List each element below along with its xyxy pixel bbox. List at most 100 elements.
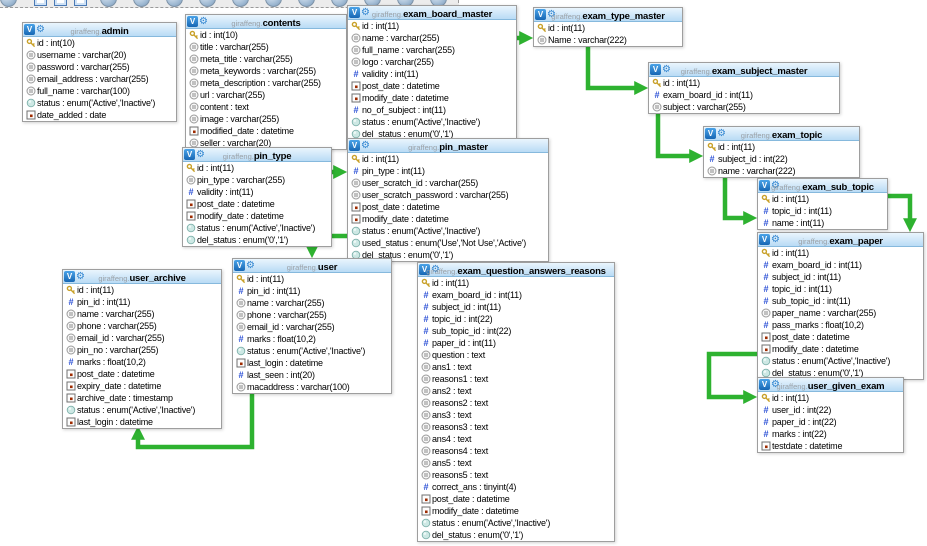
field-row[interactable]: modified_date : datetime bbox=[186, 125, 346, 137]
field-row[interactable]: id : int(10) bbox=[23, 37, 176, 49]
field-row[interactable]: full_name : varchar(100) bbox=[23, 85, 176, 97]
gear-icon[interactable]: ⚙ bbox=[431, 264, 440, 275]
toolbar-button-3[interactable] bbox=[54, 0, 67, 6]
gear-icon[interactable]: ⚙ bbox=[771, 234, 780, 245]
field-row[interactable]: #topic_id : int(11) bbox=[758, 205, 887, 217]
collapse-icon[interactable]: V bbox=[759, 234, 770, 245]
field-row[interactable]: #validity : int(11) bbox=[183, 186, 331, 198]
field-row[interactable]: password : varchar(255) bbox=[23, 61, 176, 73]
collapse-icon[interactable]: V bbox=[650, 64, 661, 75]
field-row[interactable]: name : varchar(255) bbox=[233, 297, 391, 309]
field-row[interactable]: #subject_id : int(11) bbox=[418, 301, 614, 313]
table-header[interactable]: V⚙giraffeng.exam_paper bbox=[758, 233, 923, 247]
collapse-icon[interactable]: V bbox=[187, 16, 198, 27]
field-row[interactable]: user_scratch_id : varchar(255) bbox=[348, 177, 548, 189]
field-row[interactable]: image : varchar(255) bbox=[186, 113, 346, 125]
field-row[interactable]: status : enum('Active','Inactive') bbox=[348, 116, 516, 128]
field-row[interactable]: subject : varchar(255) bbox=[649, 101, 839, 113]
field-row[interactable]: meta_description : varchar(255) bbox=[186, 77, 346, 89]
table-header[interactable]: V⚙giraffeng.user_archive bbox=[63, 270, 221, 284]
table-header[interactable]: V⚙giraffeng.exam_subject_master bbox=[649, 63, 839, 77]
collapse-icon[interactable]: V bbox=[349, 140, 360, 151]
field-row[interactable]: meta_keywords : varchar(255) bbox=[186, 65, 346, 77]
field-row[interactable]: #sub_topic_id : int(11) bbox=[758, 295, 923, 307]
field-row[interactable]: status : enum('Active','Inactive') bbox=[183, 222, 331, 234]
field-row[interactable]: del_status : enum('0','1') bbox=[183, 234, 331, 246]
collapse-icon[interactable]: V bbox=[64, 271, 75, 282]
field-row[interactable]: name : varchar(255) bbox=[348, 32, 516, 44]
field-row[interactable]: phone : varchar(255) bbox=[63, 320, 221, 332]
field-row[interactable]: #pin_id : int(11) bbox=[233, 285, 391, 297]
field-row[interactable]: ans1 : text bbox=[418, 361, 614, 373]
field-row[interactable]: id : int(11) bbox=[758, 392, 903, 404]
field-row[interactable]: pin_type : varchar(255) bbox=[183, 174, 331, 186]
gear-icon[interactable]: ⚙ bbox=[196, 149, 205, 160]
field-row[interactable]: #validity : int(11) bbox=[348, 68, 516, 80]
field-row[interactable]: seller : varchar(20) bbox=[186, 137, 346, 149]
field-row[interactable]: reasons2 : text bbox=[418, 397, 614, 409]
field-row[interactable]: used_status : enum('Use','Not Use','Acti… bbox=[348, 237, 548, 249]
field-row[interactable]: #paper_id : int(22) bbox=[758, 416, 903, 428]
table-header[interactable]: V⚙giraffeng.exam_sub_topic bbox=[758, 179, 887, 193]
field-row[interactable]: ans2 : text bbox=[418, 385, 614, 397]
gear-icon[interactable]: ⚙ bbox=[76, 271, 85, 282]
gear-icon[interactable]: ⚙ bbox=[771, 379, 780, 390]
field-row[interactable]: post_date : datetime bbox=[63, 368, 221, 380]
field-row[interactable]: pin_no : varchar(255) bbox=[63, 344, 221, 356]
field-row[interactable]: #sub_topic_id : int(22) bbox=[418, 325, 614, 337]
field-row[interactable]: name : varchar(222) bbox=[704, 165, 859, 177]
field-row[interactable]: status : enum('Active','Inactive') bbox=[758, 355, 923, 367]
table-header[interactable]: V⚙giraffeng.pin_master bbox=[348, 139, 548, 153]
field-row[interactable]: status : enum('Active','Inactive') bbox=[23, 97, 176, 109]
gear-icon[interactable]: ⚙ bbox=[199, 16, 208, 27]
field-row[interactable]: #marks : int(22) bbox=[758, 428, 903, 440]
field-row[interactable]: email_id : varchar(255) bbox=[63, 332, 221, 344]
field-row[interactable]: modify_date : datetime bbox=[183, 210, 331, 222]
field-row[interactable]: id : int(11) bbox=[418, 277, 614, 289]
field-row[interactable]: status : enum('Active','Inactive') bbox=[418, 517, 614, 529]
table-header[interactable]: V⚙giraffeng.pin_type bbox=[183, 148, 331, 162]
field-row[interactable]: paper_name : varchar(255) bbox=[758, 307, 923, 319]
field-row[interactable]: #topic_id : int(22) bbox=[418, 313, 614, 325]
field-row[interactable]: id : int(11) bbox=[233, 273, 391, 285]
collapse-icon[interactable]: V bbox=[24, 24, 35, 35]
table-header[interactable]: V⚙giraffeng.exam_board_master bbox=[348, 6, 516, 20]
collapse-icon[interactable]: V bbox=[759, 379, 770, 390]
field-row[interactable]: #name : int(11) bbox=[758, 217, 887, 229]
field-row[interactable]: question : text bbox=[418, 349, 614, 361]
field-row[interactable]: title : varchar(255) bbox=[186, 41, 346, 53]
table-header[interactable]: V⚙giraffeng.contents bbox=[186, 15, 346, 29]
table-header[interactable]: V⚙giraffeng.user bbox=[233, 259, 391, 273]
field-row[interactable]: post_date : datetime bbox=[348, 201, 548, 213]
field-row[interactable]: #exam_board_id : int(11) bbox=[758, 259, 923, 271]
field-row[interactable]: id : int(11) bbox=[704, 141, 859, 153]
field-row[interactable]: #pass_marks : float(10,2) bbox=[758, 319, 923, 331]
field-row[interactable]: expiry_date : datetime bbox=[63, 380, 221, 392]
field-row[interactable]: #pin_type : int(11) bbox=[348, 165, 548, 177]
field-row[interactable]: email_address : varchar(255) bbox=[23, 73, 176, 85]
field-row[interactable]: #marks : float(10,2) bbox=[233, 333, 391, 345]
gear-icon[interactable]: ⚙ bbox=[36, 24, 45, 35]
table-header[interactable]: V⚙giraffeng.exam_topic bbox=[704, 127, 859, 141]
field-row[interactable]: status : enum('Active','Inactive') bbox=[233, 345, 391, 357]
field-row[interactable]: #subject_id : int(22) bbox=[704, 153, 859, 165]
field-row[interactable]: date_added : date bbox=[23, 109, 176, 121]
collapse-icon[interactable]: V bbox=[705, 128, 716, 139]
collapse-icon[interactable]: V bbox=[535, 9, 546, 20]
toolbar-button-4[interactable] bbox=[74, 0, 87, 6]
field-row[interactable]: ans5 : text bbox=[418, 457, 614, 469]
gear-icon[interactable]: ⚙ bbox=[547, 9, 556, 20]
field-row[interactable]: reasons4 : text bbox=[418, 445, 614, 457]
field-row[interactable]: testdate : datetime bbox=[758, 440, 903, 452]
field-row[interactable]: id : int(11) bbox=[348, 153, 548, 165]
field-row[interactable]: id : int(11) bbox=[758, 193, 887, 205]
field-row[interactable]: ans4 : text bbox=[418, 433, 614, 445]
